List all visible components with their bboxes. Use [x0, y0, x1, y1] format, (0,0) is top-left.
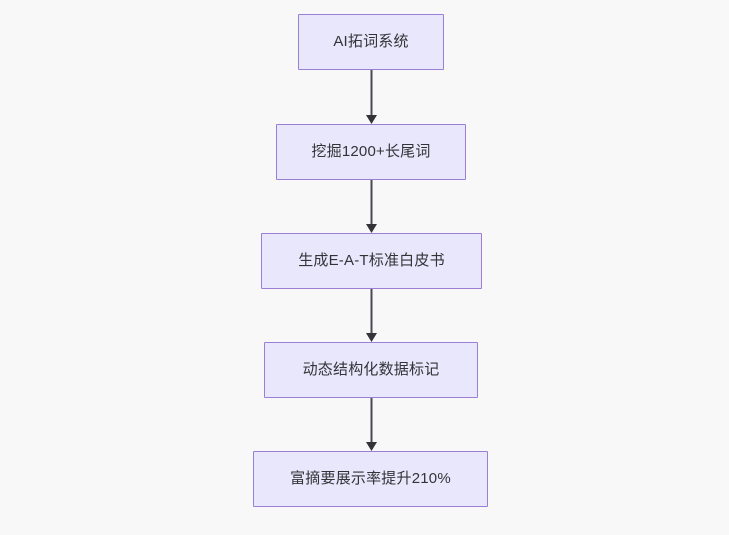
flow-node-dynamic-structured-data-markup[interactable]: 动态结构化数据标记 [264, 342, 478, 398]
flow-node-mine-longtail-keywords[interactable]: 挖掘1200+长尾词 [276, 124, 466, 180]
flow-node-label: 动态结构化数据标记 [302, 361, 440, 378]
flow-node-ai-keyword-system[interactable]: AI拓词系统 [298, 14, 444, 70]
flow-node-label: 挖掘1200+长尾词 [311, 143, 431, 160]
flow-node-label: 生成E-A-T标准白皮书 [298, 252, 445, 269]
flow-node-label: 富摘要展示率提升210% [290, 470, 451, 487]
flow-node-label: AI拓词系统 [333, 33, 409, 50]
flow-edge-4 [365, 398, 377, 451]
flow-node-rich-snippet-impression-uplift[interactable]: 富摘要展示率提升210% [253, 451, 488, 507]
flow-node-generate-eat-whitepaper[interactable]: 生成E-A-T标准白皮书 [261, 233, 482, 289]
flow-edge-1 [365, 70, 377, 124]
flow-edge-2 [365, 180, 377, 233]
flow-edge-3 [365, 289, 377, 342]
